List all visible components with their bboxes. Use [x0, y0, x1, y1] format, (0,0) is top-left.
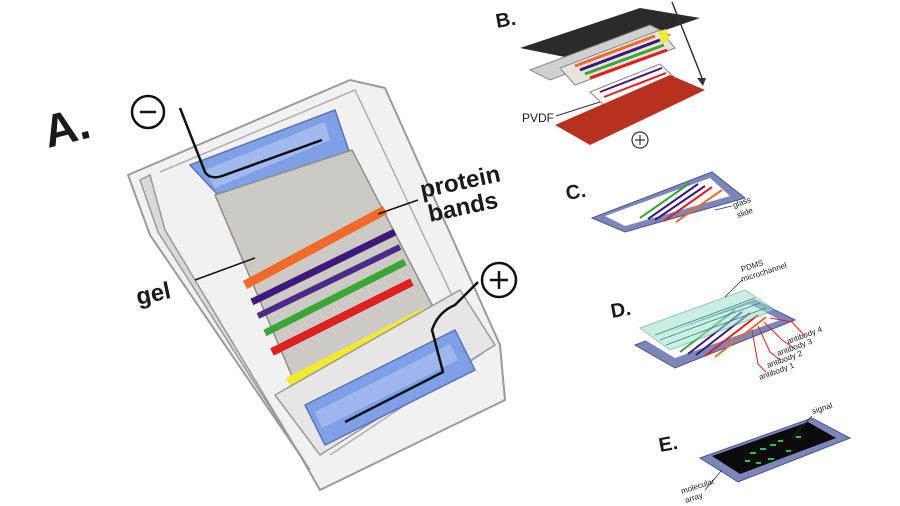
panel-e-letter: E. — [657, 432, 679, 457]
gel-tank-side — [139, 173, 311, 471]
panel-d: D. PDMS microchannel antibody 4 antibody… — [609, 258, 824, 382]
bottom-buffer-highlight — [315, 344, 458, 428]
e-dark-array — [712, 422, 836, 474]
protein-band-green — [263, 258, 407, 337]
signal-spot — [778, 440, 783, 442]
pdms-leader — [724, 279, 743, 298]
signal-spot — [756, 462, 761, 464]
antibody-3-leader — [763, 321, 795, 349]
glass-slide-leader — [714, 205, 733, 211]
protein-bands-leader — [377, 199, 419, 215]
protein-band-red — [270, 278, 414, 356]
signal-spot — [796, 436, 801, 438]
panel-e: E. signal molecular array — [657, 401, 852, 505]
panel-b-letter: B. — [494, 8, 518, 33]
signal-spot — [768, 458, 774, 460]
gel-label: gel — [134, 277, 174, 311]
transfer-red-plate — [555, 75, 705, 145]
positive-electrode-wire — [344, 281, 479, 424]
transfer-direction-arrow — [671, 1, 703, 79]
panel-c-letter: C. — [564, 180, 588, 205]
gel-leader — [194, 257, 256, 281]
antibody-4-leader — [769, 317, 806, 337]
molecular-leader — [704, 469, 723, 491]
pvdf-label: PVDF — [522, 111, 554, 125]
signal-spot — [770, 444, 776, 446]
panel-a-letter: A. — [38, 96, 95, 158]
transfer-black-plate — [520, 8, 700, 60]
negative-electrode-wire — [178, 107, 323, 179]
antibody-1-leader — [751, 329, 767, 373]
signal-label: signal — [811, 401, 834, 416]
protein-band-purple-2 — [256, 244, 402, 319]
signal-spot — [760, 448, 766, 450]
panel-d-letter: D. — [609, 298, 633, 323]
antibody-2-leader — [757, 325, 781, 361]
pvdf-leader — [555, 101, 601, 117]
panel-b: B. PVDF — [494, 1, 706, 149]
protein-band-orange — [242, 206, 388, 289]
signal-spot — [786, 450, 791, 452]
panel-a: A. protein bands gel — [38, 78, 518, 492]
signal-spot — [750, 452, 756, 454]
signal-leader — [791, 415, 813, 439]
panel-c: C. glass slide — [564, 171, 755, 233]
signal-spot — [745, 460, 750, 462]
protein-band-purple-1 — [250, 228, 397, 306]
